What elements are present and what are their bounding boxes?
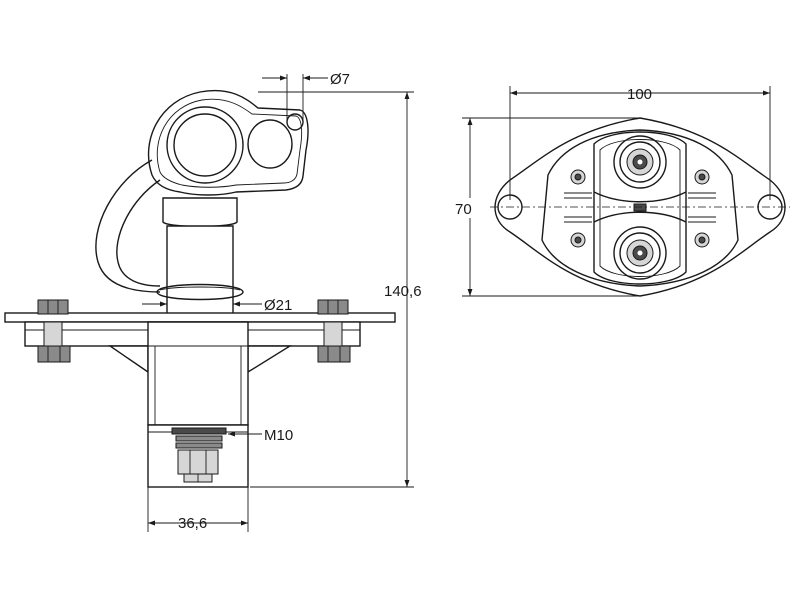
dim-d21: Ø21 <box>142 297 292 314</box>
terminal-bottom <box>613 226 667 280</box>
label-height-top: 70 <box>455 201 472 218</box>
dim-width-top: 100 <box>509 86 771 200</box>
dim-d7: Ø7 <box>262 71 350 122</box>
dim-height-top: 70 <box>452 117 640 297</box>
housing <box>107 321 293 488</box>
shaft <box>156 197 244 319</box>
label-height-total: 140,6 <box>384 283 422 300</box>
bolt-right <box>317 299 351 363</box>
screws <box>570 169 710 248</box>
label-width-base: 36,6 <box>178 515 207 532</box>
bolt-left <box>37 299 71 363</box>
lanyard-strap <box>95 159 161 293</box>
side-view: Ø7 Ø21 140,6 M10 36,6 <box>4 71 422 532</box>
label-d7: Ø7 <box>330 71 350 88</box>
dim-height-total: 140,6 <box>250 91 422 488</box>
label-width-top: 100 <box>627 86 652 103</box>
label-d21: Ø21 <box>264 297 292 314</box>
dim-m10: M10 <box>228 427 293 444</box>
dim-width-base: 36,6 <box>147 487 249 532</box>
key-lever <box>147 89 309 196</box>
terminal-top <box>613 135 667 189</box>
ribs <box>564 192 716 223</box>
label-m10: M10 <box>264 427 293 444</box>
top-view: 100 70 <box>452 86 790 297</box>
